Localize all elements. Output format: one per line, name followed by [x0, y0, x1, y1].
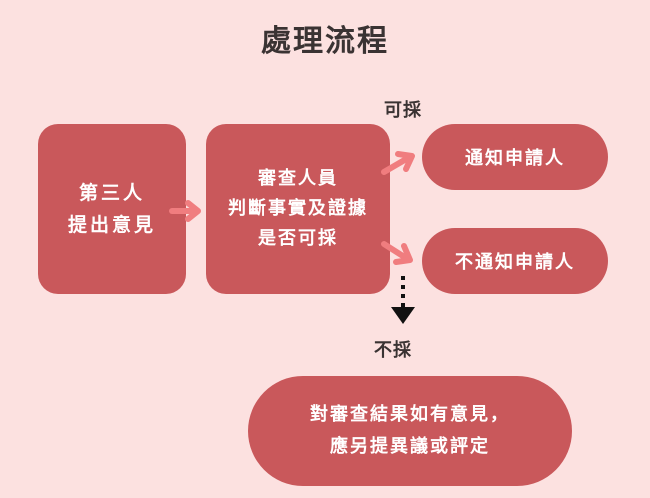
arrow-review-to-no-notify [381, 241, 413, 265]
notify-text: 通知申請人 [465, 148, 565, 169]
review-line-1: 審查人員 [258, 168, 338, 189]
no-notify-applicant-box: 不通知申請人 [422, 228, 608, 294]
proposer-line-1: 第三人 [78, 182, 145, 204]
proposer-box: 第三人 提出意見 [38, 124, 186, 294]
arrow-dashed-down [391, 276, 415, 324]
review-line-2: 判斷事實及證據 [228, 198, 368, 219]
objection-box: 對審查結果如有意見， 應另提異議或評定 [248, 376, 572, 486]
review-box: 審查人員 判斷事實及證據 是否可採 [206, 124, 390, 294]
notify-applicant-box: 通知申請人 [422, 124, 608, 190]
reject-label: 不採 [374, 340, 412, 361]
arrow-review-to-notify [381, 151, 415, 175]
no-notify-text: 不通知申請人 [455, 252, 575, 273]
page-title: 處理流程 [261, 24, 389, 59]
arrow-proposer-to-review [169, 200, 201, 222]
accept-label: 可採 [384, 100, 422, 121]
objection-line-2: 應另提異議或評定 [330, 436, 490, 457]
objection-line-1: 對審查結果如有意見， [310, 404, 510, 425]
review-line-3: 是否可採 [258, 228, 338, 249]
proposer-line-2: 提出意見 [67, 214, 156, 236]
